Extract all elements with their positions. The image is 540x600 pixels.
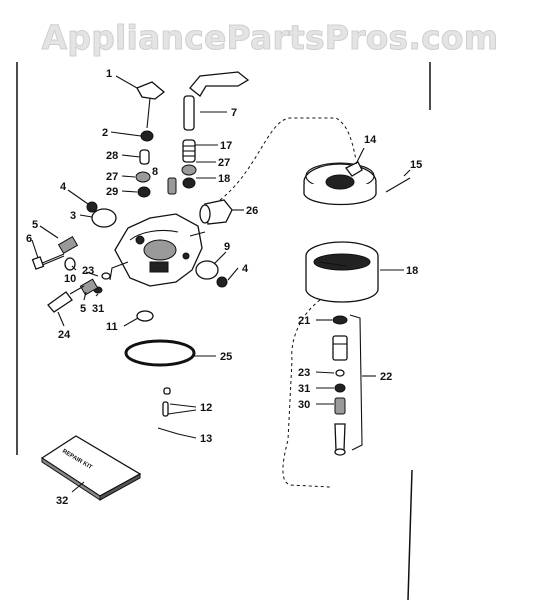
part-5-spring-lower	[79, 278, 99, 296]
part-11-oring	[136, 310, 154, 322]
part-1-choke-shaft	[136, 81, 166, 129]
part-18-washer-small	[182, 177, 196, 189]
part-28-pin	[139, 149, 150, 165]
callout-24: 24	[58, 329, 71, 341]
carburetor-body	[109, 213, 206, 287]
part-12-pin-lower	[162, 401, 169, 417]
part-27-seal-left	[135, 171, 151, 183]
callout-23-left: 23	[82, 265, 94, 277]
callout-6: 6	[26, 233, 32, 245]
callout-23-right: 23	[298, 367, 310, 379]
part-9-throttle-plate	[195, 260, 219, 280]
callout-12: 12	[200, 402, 212, 414]
callout-3: 3	[70, 210, 76, 222]
callout-5-lower: 5	[80, 303, 86, 315]
callout-27-left: 27	[106, 171, 118, 183]
part-31-seal-right	[334, 383, 346, 393]
part-13-clip	[157, 427, 179, 435]
callout-31-left: 31	[92, 303, 104, 315]
callout-18-upper: 18	[218, 173, 230, 185]
callout-17: 17	[220, 140, 232, 152]
callout-9: 9	[224, 241, 230, 253]
callout-2: 2	[102, 127, 108, 139]
part-23-oring-right	[335, 369, 345, 377]
callout-30: 30	[298, 399, 310, 411]
callout-28: 28	[106, 150, 118, 162]
part-21-gasket	[332, 315, 348, 325]
callout-25: 25	[220, 351, 232, 363]
part-5-spring-upper	[57, 235, 79, 255]
part-27-seal-right	[181, 164, 197, 176]
part-2-washer	[140, 130, 154, 142]
watermark: AppliancePartsPros.com	[41, 18, 499, 58]
part-3-choke-plate	[91, 208, 117, 228]
part-29-washer	[137, 186, 151, 198]
callout-18-lower: 18	[406, 265, 418, 277]
leader-lines	[31, 75, 411, 493]
part-23-oring-left	[101, 272, 111, 280]
right-border-line-lower	[407, 469, 413, 600]
part-7-throttle-shaft	[183, 71, 250, 131]
callout-1: 1	[106, 68, 112, 80]
part-12-pin-upper	[163, 387, 171, 395]
assembly-dashed-line	[219, 117, 357, 488]
part-25-gasket	[124, 339, 196, 367]
part-22-bowl-nut	[332, 314, 363, 451]
part-6-idle-screw	[31, 253, 65, 270]
callout-11: 11	[106, 321, 118, 333]
callout-4-right: 4	[242, 263, 249, 275]
callout-7: 7	[231, 107, 237, 119]
part-4-screw-right	[216, 276, 228, 288]
callout-14: 14	[364, 134, 377, 146]
part-22-main-jet	[334, 423, 346, 456]
part-4-screw-upper	[86, 201, 98, 213]
callout-26: 26	[246, 205, 258, 217]
part-15-pin	[385, 177, 411, 193]
callout-22: 22	[380, 371, 392, 383]
callout-27-right: 27	[218, 157, 230, 169]
part-17-spring	[182, 139, 196, 163]
part-24-needle-valve	[47, 285, 85, 313]
part-16-float	[305, 241, 379, 303]
part-32-repair-kit: REPAIR KIT	[40, 435, 142, 501]
part-30-spring	[334, 397, 346, 415]
callout-5-upper: 5	[32, 219, 38, 231]
callout-10: 10	[64, 273, 76, 285]
callout-21: 21	[298, 315, 310, 327]
callout-8: 8	[152, 166, 158, 178]
callout-29: 29	[106, 186, 118, 198]
callout-31-right: 31	[298, 383, 310, 395]
callout-13: 13	[200, 433, 212, 445]
part-8-spring	[167, 177, 177, 195]
callout-32: 32	[56, 495, 68, 507]
callout-4-upper: 4	[60, 181, 67, 193]
part-14-bowl-cover	[303, 161, 377, 206]
callout-15: 15	[410, 159, 422, 171]
part-26-fuel-fitting	[199, 199, 233, 225]
